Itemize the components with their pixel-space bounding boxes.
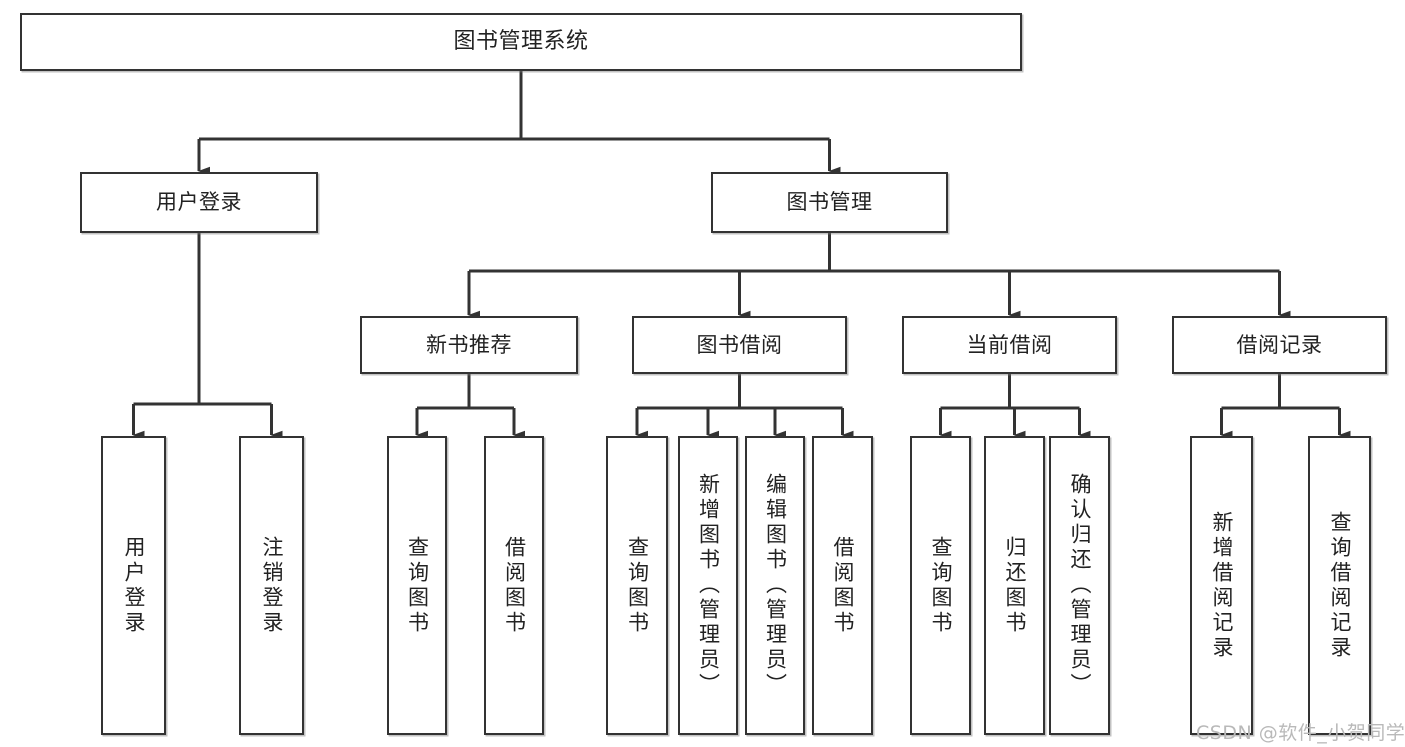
node-label: 新增图书（管理员） — [696, 473, 721, 698]
node-leaf-borrow-query[interactable]: 查询图书 — [606, 436, 668, 735]
node-leaf-new-borrow[interactable]: 借阅图书 — [484, 436, 544, 735]
node-leaf-borrow-add[interactable]: 新增图书（管理员） — [678, 436, 738, 735]
node-label: 当前借阅 — [966, 332, 1053, 357]
node-leaf-new-query[interactable]: 查询图书 — [387, 436, 447, 735]
node-label: 确认归还（管理员） — [1068, 473, 1092, 698]
node-label: 编辑图书（管理员） — [763, 473, 788, 698]
node-leaf-current-confirm[interactable]: 确认归还（管理员） — [1049, 436, 1110, 735]
node-leaf-user-login[interactable]: 用户登录 — [101, 436, 166, 735]
node-label: 查询图书 — [929, 535, 953, 636]
node-borrow[interactable]: 图书借阅 — [632, 316, 847, 374]
node-label: 新增借阅记录 — [1210, 510, 1234, 661]
node-leaf-user-logout[interactable]: 注销登录 — [239, 436, 304, 735]
node-leaf-borrow-edit[interactable]: 编辑图书（管理员） — [745, 436, 805, 735]
node-label: 图书借阅 — [696, 332, 783, 357]
node-label: 用户登录 — [156, 190, 242, 215]
node-root[interactable]: 图书管理系统 — [20, 13, 1022, 71]
node-label: 查询图书 — [405, 535, 430, 636]
node-login[interactable]: 用户登录 — [80, 172, 318, 233]
node-leaf-current-return[interactable]: 归还图书 — [984, 436, 1045, 735]
node-leaf-borrow-do[interactable]: 借阅图书 — [812, 436, 873, 735]
node-bookmgr[interactable]: 图书管理 — [711, 172, 948, 233]
node-leaf-record-add[interactable]: 新增借阅记录 — [1190, 436, 1253, 735]
node-current[interactable]: 当前借阅 — [902, 316, 1117, 374]
node-label: 注销登录 — [260, 535, 284, 636]
watermark-text: CSDN @软件_小贺同学 — [1196, 722, 1405, 744]
node-newbook[interactable]: 新书推荐 — [360, 316, 578, 374]
node-record[interactable]: 借阅记录 — [1172, 316, 1387, 374]
node-label: 用户登录 — [122, 535, 146, 636]
node-label: 查询图书 — [625, 535, 650, 636]
node-label: 新书推荐 — [426, 332, 512, 357]
node-label: 图书管理 — [786, 190, 873, 215]
node-label: 查询借阅记录 — [1328, 510, 1352, 661]
node-label: 图书管理系统 — [453, 29, 589, 55]
node-label: 借阅图书 — [502, 535, 527, 636]
node-leaf-current-query[interactable]: 查询图书 — [910, 436, 971, 735]
node-label: 借阅图书 — [831, 535, 855, 636]
node-label: 借阅记录 — [1236, 332, 1323, 357]
node-label: 归还图书 — [1003, 535, 1027, 636]
node-leaf-record-query[interactable]: 查询借阅记录 — [1308, 436, 1371, 735]
